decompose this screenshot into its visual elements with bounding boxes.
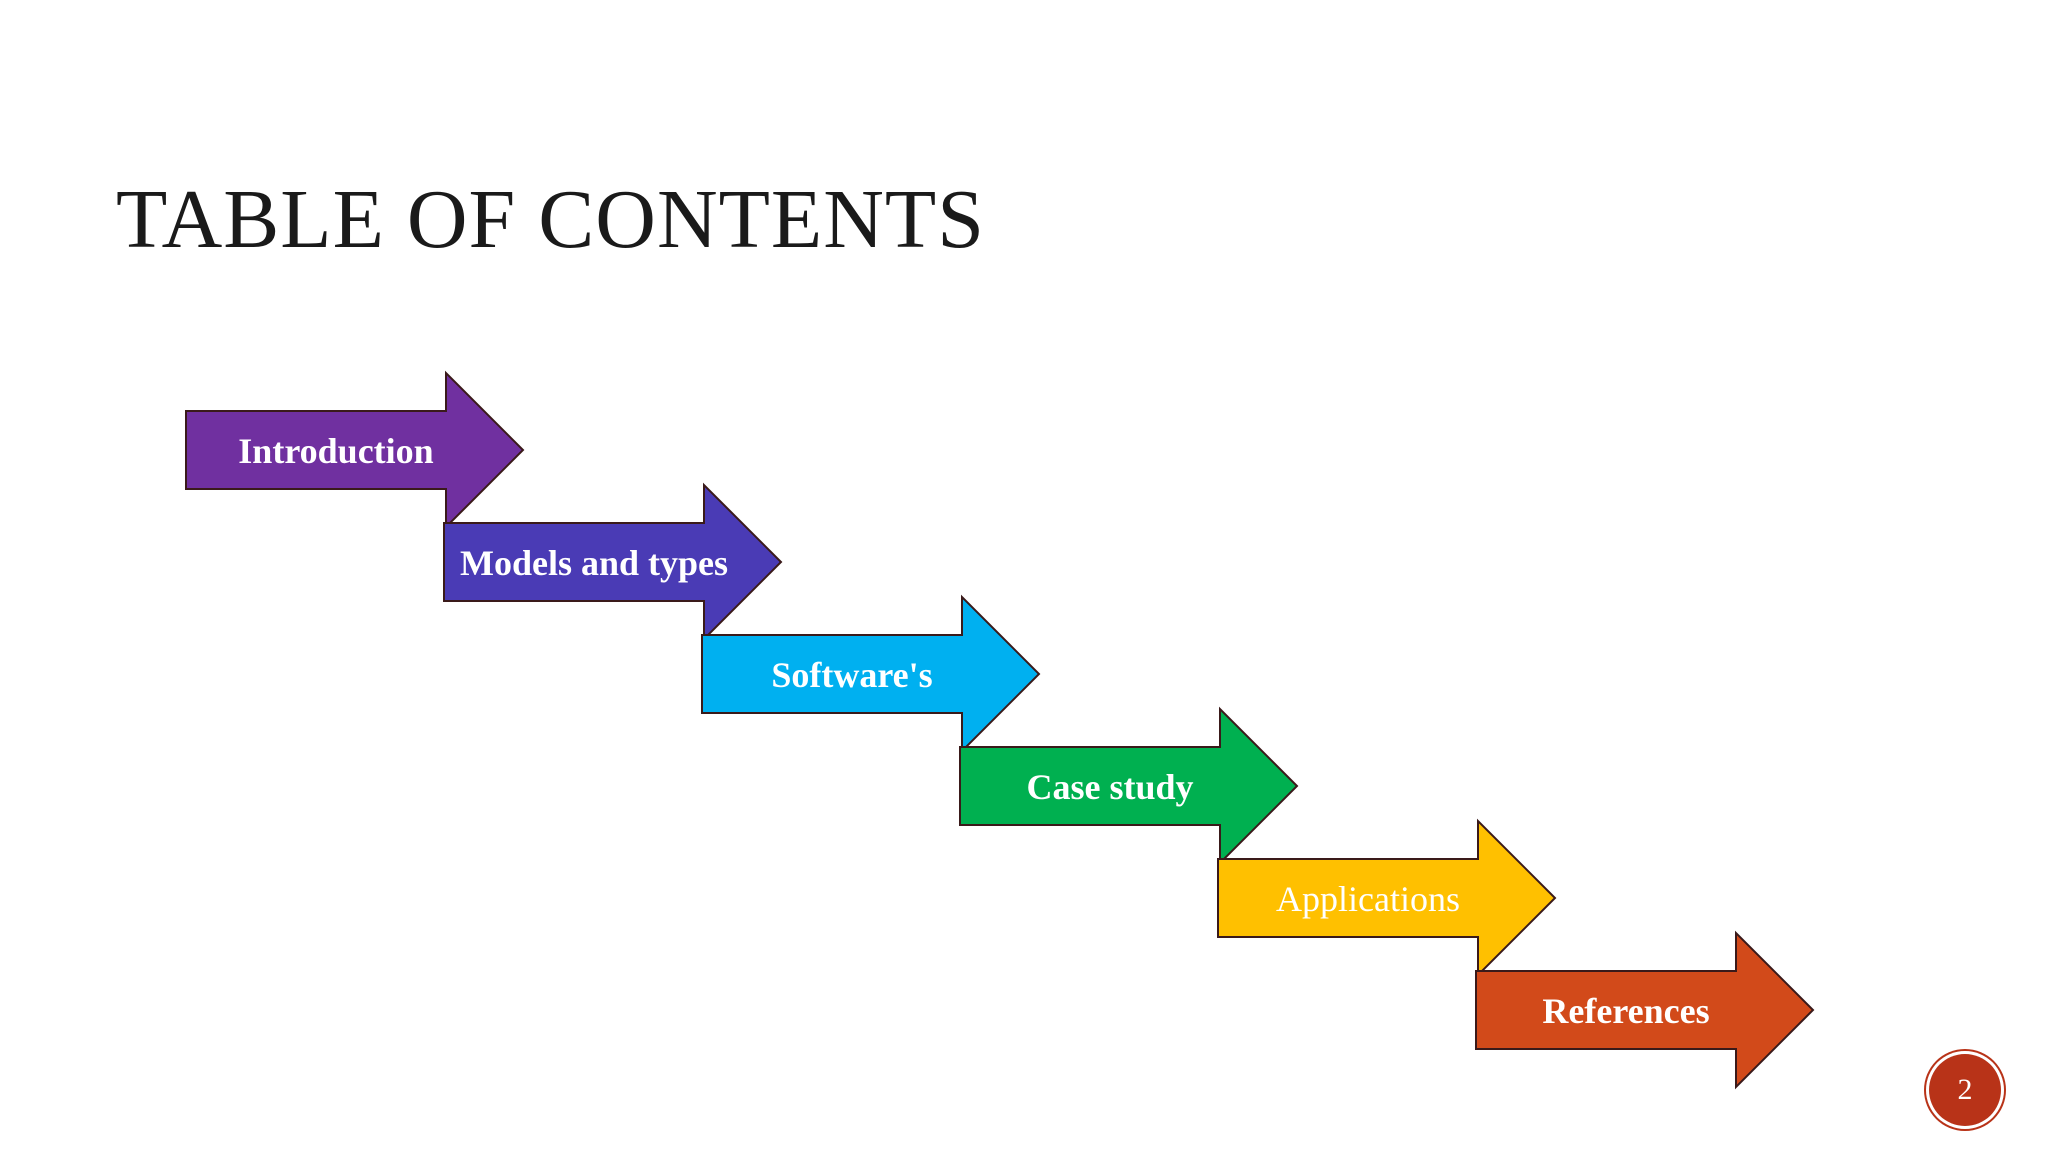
arrow-label: Models and types [460,543,728,583]
arrow-step-2: Models and types [443,482,783,642]
arrow-step-6: References [1475,930,1815,1090]
arrow-label: References [1542,991,1709,1031]
arrow-step-1: Introduction [185,370,525,530]
arrow-shape [1217,818,1557,978]
page-number: 2 [1957,1073,1973,1106]
page-number-badge: 2 [1929,1054,2001,1126]
page-title: TABLE OF CONTENTS [116,173,985,266]
arrow-shape [1475,930,1815,1090]
arrow-label: Software's [771,655,932,695]
arrow-shape [959,706,1299,866]
arrow-label: Introduction [238,431,433,471]
arrow-step-5: Applications [1217,818,1557,978]
arrow-shape [701,594,1041,754]
arrow-shape [443,482,783,642]
arrow-step-4: Case study [959,706,1299,866]
arrow-shape [185,370,525,530]
arrow-step-3: Software's [701,594,1041,754]
arrow-label: Case study [1026,767,1193,807]
arrow-label: Applications [1276,879,1460,919]
